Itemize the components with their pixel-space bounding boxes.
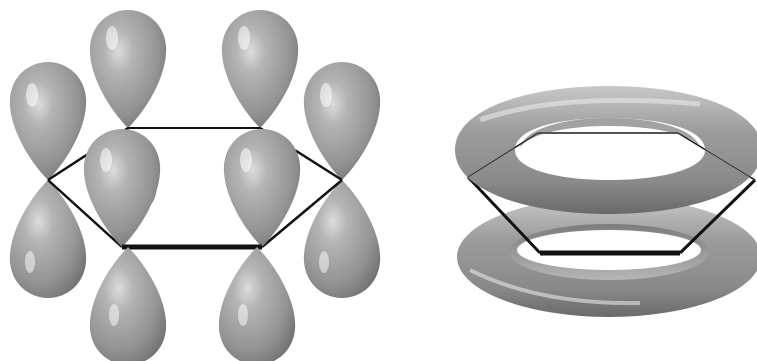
p-orbital-front-right-lower-lobe (219, 247, 295, 361)
p-orbital-front-right-upper-lobe (224, 129, 300, 247)
p-orbital-far-left-lower-lobe (10, 180, 86, 298)
p-orbital-back-right-upper-lobe (222, 10, 298, 128)
p-orbital-far-right-lower-lobe (304, 180, 380, 298)
pi-cloud-upper-ring (455, 86, 757, 214)
p-orbital-front-left-upper-lobe (84, 129, 160, 247)
p-orbital-back-left-upper-lobe (90, 10, 166, 128)
pi-cloud-panel (455, 86, 757, 317)
p-orbital-panel (10, 10, 380, 361)
p-orbital-front-left-lower-lobe (90, 247, 166, 361)
